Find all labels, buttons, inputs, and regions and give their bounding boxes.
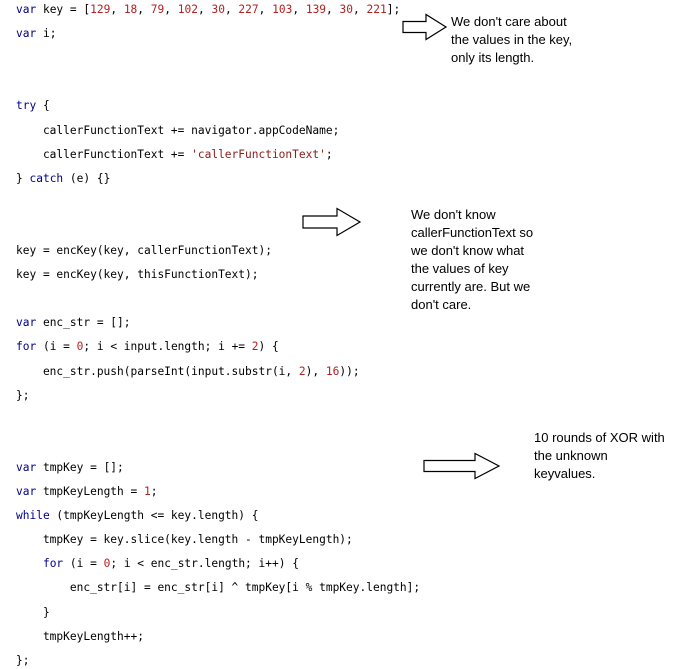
code-line: }; <box>16 653 29 669</box>
code-token: ; <box>150 485 158 498</box>
code-token: for <box>42 557 64 571</box>
code-token: var <box>16 27 37 41</box>
code-token: , <box>292 3 306 16</box>
code-line: var key = [129, 18, 79, 102, 30, 227, 10… <box>16 2 400 18</box>
code-token: var <box>16 460 37 474</box>
code-token: 79 <box>150 3 165 16</box>
code-token: 0 <box>76 340 84 354</box>
code-token: (i = <box>36 340 77 354</box>
code-line: while (tmpKeyLength <= key.length) { <box>16 508 259 524</box>
code-line: enc_str.push(parseInt(input.substr(i, 2)… <box>16 364 360 380</box>
code-token: try <box>16 99 37 113</box>
code-token: tmpKeyLength = <box>36 485 144 498</box>
code-token: for <box>16 340 37 354</box>
code-line: try { <box>16 98 50 114</box>
code-line: for (i = 0; i < input.length; i += 2) { <box>16 339 279 355</box>
annotation-unknown-key: We don't know callerFunctionText so we d… <box>411 207 534 312</box>
code-token: catch <box>29 171 64 185</box>
code-token: callerFunctionText += <box>16 147 192 161</box>
code-token: key = encKey(key, callerFunctionText); <box>16 244 272 257</box>
code-token: 227 <box>238 3 259 16</box>
code-token: enc_str.push(parseInt(input.substr(i, <box>16 364 299 378</box>
code-token: 'callerFunctionText' <box>191 147 326 161</box>
code-line: var tmpKeyLength = 1; <box>16 484 158 500</box>
code-token: 1 <box>144 485 151 498</box>
code-token: 2 <box>298 364 306 378</box>
code-token: }; <box>16 653 30 667</box>
code-token: ), <box>305 364 326 378</box>
code-line: var i; <box>16 26 56 42</box>
code-listing: var key = [129, 18, 79, 102, 30, 227, 10… <box>16 2 420 667</box>
code-token: tmpKey = key.slice(key.length - tmpKeyLe… <box>16 533 353 547</box>
code-token: , <box>353 3 367 16</box>
code-token: 102 <box>177 3 198 16</box>
code-token: ; <box>325 147 333 161</box>
code-token: (e) {} <box>63 171 111 185</box>
code-token: 30 <box>211 3 225 16</box>
code-token: 139 <box>305 3 327 16</box>
code-line: tmpKeyLength++; <box>16 629 144 645</box>
code-line: }; <box>16 388 29 404</box>
code-token: 0 <box>103 557 111 571</box>
code-token: , <box>110 3 124 16</box>
code-token: ]; <box>386 3 401 16</box>
code-token: 18 <box>123 3 138 16</box>
code-line: callerFunctionText += navigator.appCodeN… <box>16 123 339 139</box>
code-token: ; i < enc_str.length; i++) { <box>110 557 299 571</box>
code-token: enc_str = []; <box>36 316 131 330</box>
code-token: var <box>16 316 37 330</box>
code-token: var <box>16 3 37 16</box>
code-token: key = encKey(key, thisFunctionText); <box>16 268 259 282</box>
code-token: , <box>326 3 340 16</box>
code-token: { <box>36 99 50 113</box>
code-line: tmpKey = key.slice(key.length - tmpKeyLe… <box>16 532 353 548</box>
code-token <box>16 557 43 570</box>
code-token: , <box>224 3 239 16</box>
code-line: key = encKey(key, callerFunctionText); <box>16 243 272 259</box>
code-token: 221 <box>366 3 387 16</box>
code-token: , <box>258 3 273 16</box>
code-token: enc_str[i] = enc_str[i] ^ tmpKey[i % tmp… <box>16 581 421 595</box>
code-line: key = encKey(key, thisFunctionText); <box>16 267 258 283</box>
code-token: )); <box>339 364 360 378</box>
code-token: , <box>164 3 178 16</box>
code-line: } catch (e) {} <box>16 171 110 187</box>
code-token: , <box>137 3 151 16</box>
code-token: } <box>16 171 30 185</box>
annotation-key-length: We don't care about the values in the ke… <box>451 14 573 65</box>
code-line: callerFunctionText += 'callerFunctionTex… <box>16 147 333 163</box>
code-token: 16 <box>325 364 340 378</box>
code-token: i; <box>36 27 57 41</box>
code-line: var enc_str = []; <box>16 315 131 331</box>
arrow-right-icon <box>423 452 501 480</box>
code-token: 103 <box>272 3 293 16</box>
code-token: callerFunctionText += navigator.appCodeN… <box>16 123 340 137</box>
arrow-right-icon <box>302 207 362 237</box>
code-line: enc_str[i] = enc_str[i] ^ tmpKey[i % tmp… <box>16 580 420 596</box>
code-token: }; <box>16 388 30 402</box>
code-token: (i = <box>63 557 104 571</box>
code-token: , <box>197 3 212 16</box>
annotation-xor-rounds: 10 rounds of XOR with the unknown keyval… <box>534 430 665 481</box>
code-token: 30 <box>339 3 354 16</box>
code-token: (tmpKeyLength <= key.length) { <box>49 509 259 523</box>
code-line: var tmpKey = []; <box>16 460 124 476</box>
code-token: tmpKeyLength++; <box>16 629 144 643</box>
code-line: for (i = 0; i < enc_str.length; i++) { <box>16 556 299 572</box>
code-token: tmpKey = []; <box>36 460 124 474</box>
code-token: var <box>16 485 37 498</box>
code-token: 2 <box>251 340 259 354</box>
code-token: ) { <box>258 340 279 354</box>
code-token: } <box>16 605 50 619</box>
arrow-right-icon <box>402 13 448 41</box>
code-token: ; i < input.length; i += <box>83 340 252 354</box>
code-token: key = [ <box>36 3 91 16</box>
code-token: while <box>16 509 50 523</box>
code-token: 129 <box>90 3 111 16</box>
